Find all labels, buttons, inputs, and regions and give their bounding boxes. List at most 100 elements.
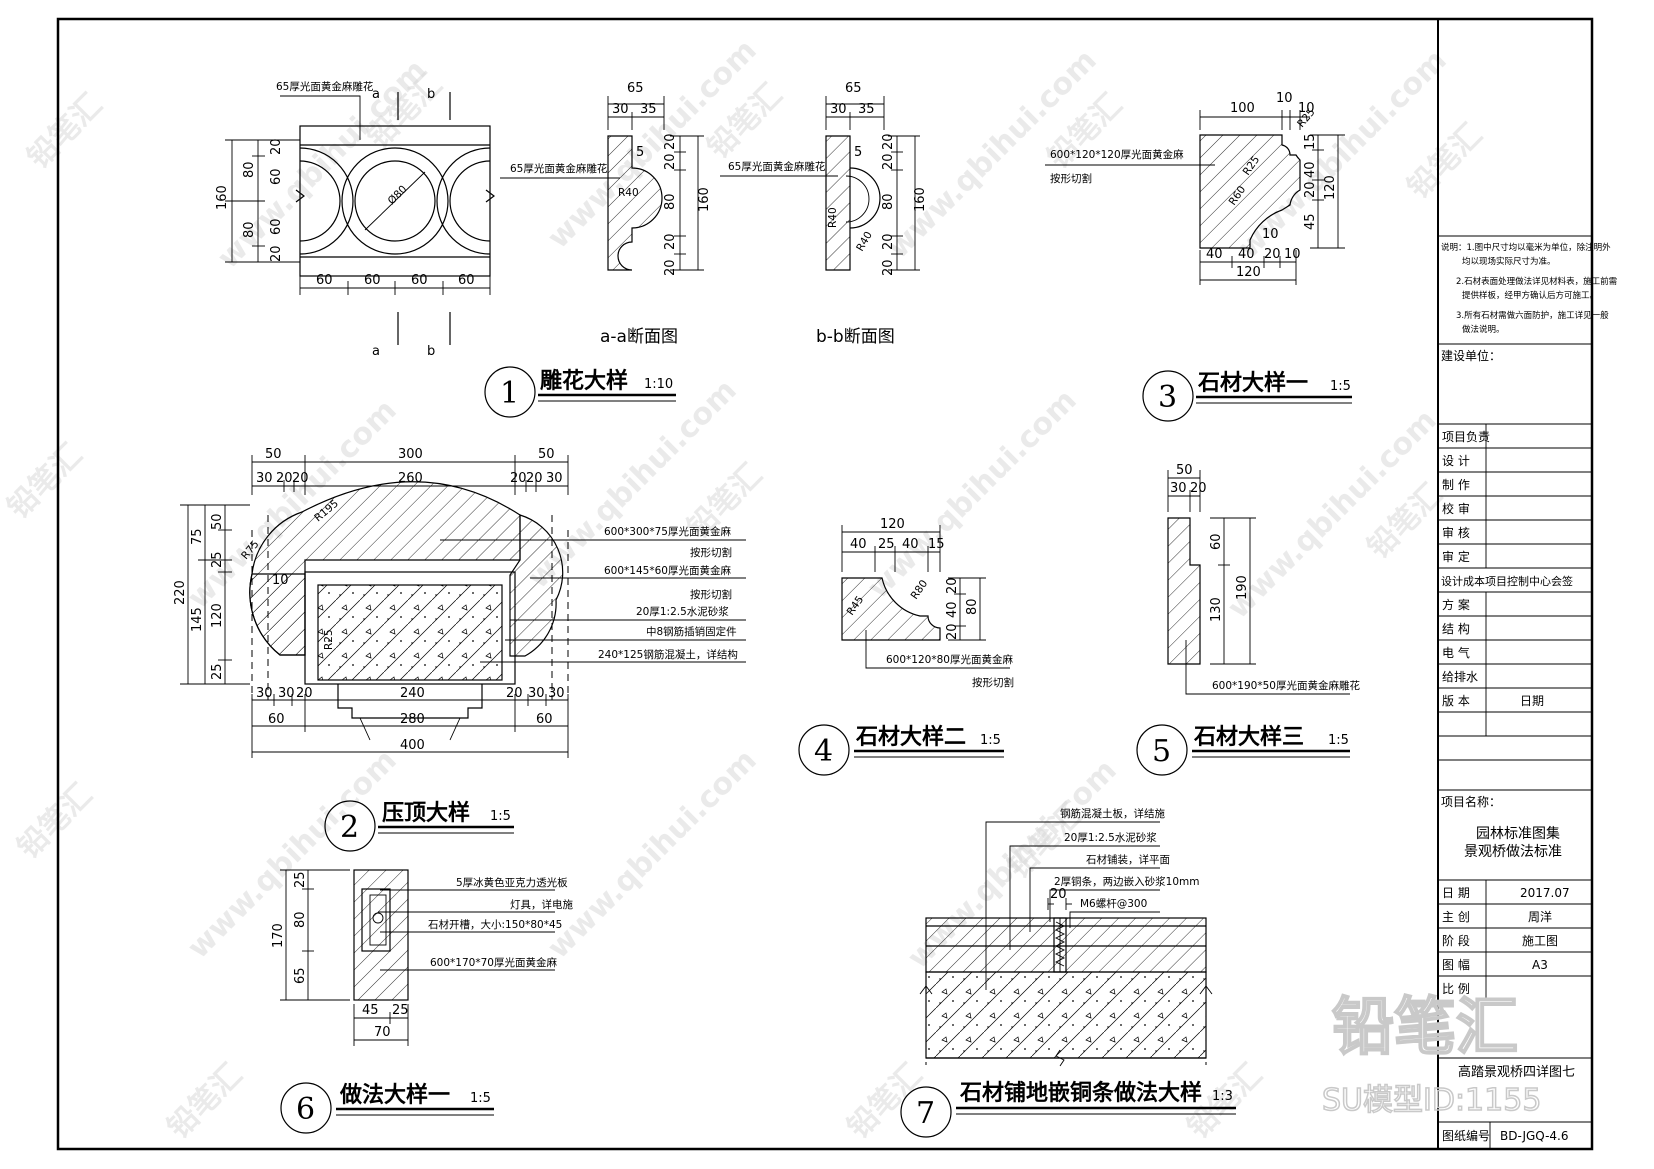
d2-note: 按形切割 (690, 588, 732, 601)
d1-dim: 35 (640, 102, 657, 117)
d5-dim: 190 (1235, 575, 1250, 600)
tb-stage-value: 施工图 (1522, 934, 1558, 948)
d1-dim: 5 (636, 145, 644, 160)
d4-r80: R80 (909, 578, 931, 602)
d1-dim: 20 (881, 153, 896, 170)
d4-dim: 20 (945, 623, 960, 640)
d1-dim: 160 (913, 187, 928, 212)
section-aa-title: a-a断面图 (600, 327, 678, 347)
tb-client-label: 建设单位： (1441, 348, 1501, 363)
d3-dim: 120 (1236, 265, 1261, 280)
watermark-text: www.qbihui.com (541, 743, 764, 966)
section-mark-a: a (372, 87, 380, 102)
d2-dim: 50 (265, 447, 282, 462)
d6-note: 600*170*70厚光面黄金麻 (430, 956, 557, 969)
tb-version-value: 日期 (1520, 694, 1544, 708)
detail-scale: 1:10 (644, 377, 673, 392)
detail-7-title: 7 石材铺地嵌铜条做法大样 1:3 (900, 1080, 1236, 1138)
d2-dim: 30 (548, 686, 565, 701)
d6-note: 石材开槽，大小:150*80*45 (428, 918, 562, 931)
d2-dim: 20 (292, 471, 309, 486)
detail-number: 6 (296, 1092, 315, 1127)
tb-discipline: 电 气 (1442, 645, 1470, 660)
detail-scale: 1:5 (980, 733, 1001, 748)
tb-drawing-no: BD-JGQ-4.6 (1500, 1129, 1569, 1143)
tb-note: 说明：1.图中尺寸均以毫米为单位，除注明外 (1441, 242, 1611, 253)
detail-scale: 1:5 (1328, 733, 1349, 748)
d4-dim: 120 (880, 517, 905, 532)
detail-title: 石材大样一 (1197, 370, 1308, 396)
outer-frame (56, 17, 1594, 1151)
d2-dim: 30 (256, 471, 273, 486)
d1-bb-inner-label: R40 (827, 207, 839, 228)
d2-note: 240*125钢筋混凝土，详结构 (598, 648, 738, 661)
d1-dim: 80 (242, 221, 257, 238)
detail-2-title: 2 压顶大样 1:5 (324, 800, 514, 852)
d2-dim: 20 (506, 686, 523, 701)
d2-dim: 20 (510, 471, 527, 486)
detail-5-title: 5 石材大样三 1:5 (1136, 724, 1350, 776)
d1-dim: 60 (364, 273, 381, 288)
tb-date-value: 2017.07 (1520, 886, 1570, 900)
d2-dim: 50 (538, 447, 555, 462)
d1-bb-r40: R40 (854, 230, 875, 254)
d5-dim: 30 (1170, 481, 1187, 496)
d2-dim: 280 (400, 712, 425, 727)
section-bb-title: b-b断面图 (816, 327, 895, 347)
tb-note: 均以现场实际尺寸为准。 (1462, 256, 1556, 267)
d3-dim: 40 (1206, 247, 1223, 262)
detail-7-drawing: 20 钢筋混凝土板，详结施 20厚1:2.5水泥砂浆 石材铺装，详平面 2厚铜条… (919, 807, 1213, 1067)
d5-dim: 130 (1209, 597, 1224, 622)
d1-dim: 160 (697, 187, 712, 212)
detail-number: 7 (916, 1096, 935, 1131)
tb-date-label: 日 期 (1442, 886, 1470, 900)
tb-drawing-no-label: 图纸编号 (1442, 1128, 1490, 1143)
section-mark-b: b (427, 87, 435, 102)
d6-dim: 25 (392, 1003, 409, 1018)
d6-dim: 45 (362, 1003, 379, 1018)
tb-project-name: 园林标准图集 (1476, 825, 1560, 842)
tb-discipline: 方 案 (1442, 597, 1470, 612)
detail-title: 石材大样二 (855, 724, 966, 750)
d3-dim: 10 (1262, 227, 1279, 242)
d3-dim: 15 (1303, 133, 1318, 150)
d3-dim: 120 (1323, 175, 1338, 200)
detail-4-title: 4 石材大样二 1:5 (798, 724, 1004, 776)
tb-role: 校 审 (1442, 501, 1470, 516)
d4-dim: 40 (902, 537, 919, 552)
d1-dim: 20 (269, 245, 284, 262)
d4-dim: 80 (965, 598, 980, 615)
tb-role: 制 作 (1442, 478, 1470, 492)
d1-dim: 35 (858, 102, 875, 117)
d6-dim: 25 (293, 871, 308, 888)
d5-note: 600*190*50厚光面黄金麻雕花 (1212, 679, 1360, 692)
d2-dim: 30 (546, 471, 563, 486)
tb-note: 提供样板，经甲方确认后方可施工。 (1462, 290, 1598, 301)
d1-dim: 60 (411, 273, 428, 288)
d1-dim: 20 (269, 138, 284, 155)
d2-dim: 220 (173, 580, 188, 605)
d6-dim: 70 (374, 1025, 391, 1040)
d2-dim: 260 (398, 471, 423, 486)
d1-dim: 20 (663, 233, 678, 250)
tb-project-name: 景观桥做法标准 (1464, 844, 1562, 860)
d5-dim: 60 (1209, 533, 1224, 550)
d1-dim: 20 (663, 259, 678, 276)
tb-scale-label: 比 例 (1442, 982, 1470, 996)
brand-logo-text: 铅笔汇 (1332, 990, 1518, 1063)
detail-title: 石材大样三 (1193, 724, 1304, 750)
d1-dim: 20 (881, 233, 896, 250)
d7-note: 20厚1:2.5水泥砂浆 (1064, 831, 1157, 844)
d1-dim: 160 (215, 185, 230, 210)
section-mark-a: a (372, 344, 380, 359)
d2-dim: 10 (272, 573, 289, 588)
d1-dim: 20 (663, 133, 678, 150)
detail-number: 3 (1158, 380, 1177, 415)
detail-title: 雕花大样 (540, 368, 628, 394)
d7-note: 石材铺装，详平面 (1086, 853, 1170, 866)
d2-note: 600*300*75厚光面黄金麻 (604, 525, 731, 538)
tb-role: 设 计 (1442, 454, 1470, 468)
d4-dim: 15 (928, 537, 945, 552)
detail-1-title: 1 雕花大样 1:10 (484, 366, 676, 418)
tb-note: 3.所有石材需做六面防护，施工详见一般 (1456, 310, 1609, 321)
